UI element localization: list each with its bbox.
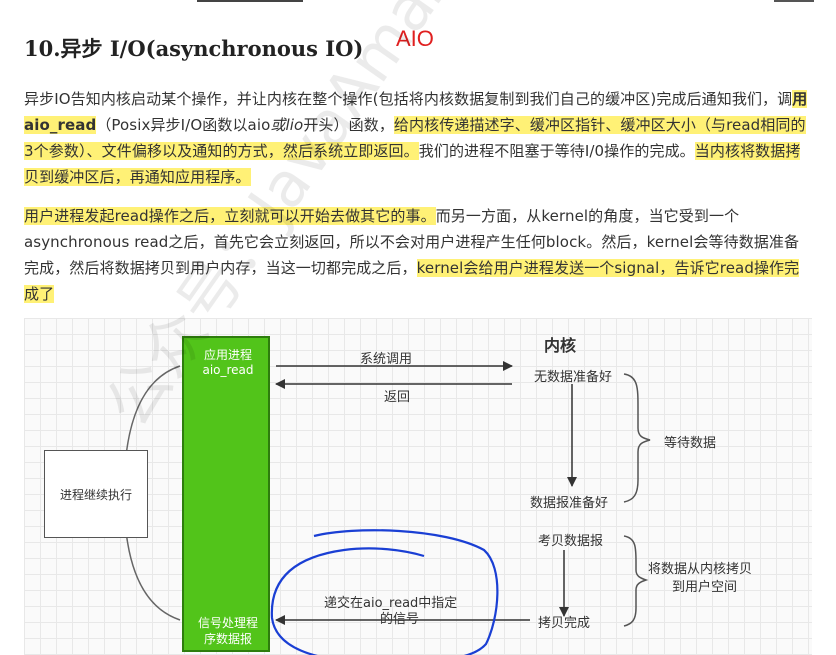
p1-text-d: 或lio xyxy=(270,116,304,134)
return-label: 返回 xyxy=(384,390,411,405)
copy-datagram-label: 考贝数据报 xyxy=(538,534,604,549)
copy-done-label: 拷贝完成 xyxy=(538,616,591,631)
paragraph-user-process: 用户进程发起read操作之后，立刻就可以开始去做其它的事。而另一方面，从kern… xyxy=(24,203,809,307)
copy-brace xyxy=(623,535,649,627)
p1-text-e: 开头）函数， xyxy=(303,116,394,134)
aio-flow-diagram: 进程继续执行 应用进程 aio_read 信号处理程 序数据报 内核 系统调用 … xyxy=(24,318,812,655)
p1-text-a: 异步IO告知内核启动某个操作，并让内核在整个操作(包括将内核数据复制到我们自己的… xyxy=(24,90,793,108)
data-ready-label: 数据报准备好 xyxy=(530,496,609,511)
continue-execution-label: 进程继续执行 xyxy=(59,487,132,502)
app-label-bottom-2: 序数据报 xyxy=(203,632,252,646)
paragraph-aio-description: 异步IO告知内核启动某个操作，并让内核在整个操作(包括将内核数据复制到我们自己的… xyxy=(24,86,809,190)
p1-text-c: （Posix异步I/O函数以aio xyxy=(96,116,271,134)
aio-annotation: AIO xyxy=(396,26,434,51)
kernel-title: 内核 xyxy=(544,336,577,355)
syscall-label: 系统调用 xyxy=(360,352,413,367)
continue-execution-box: 进程继续执行 xyxy=(44,450,148,538)
diagram-lines xyxy=(123,361,651,655)
no-data-ready-label: 无数据准备好 xyxy=(534,370,613,385)
application-process-box: 应用进程 aio_read 信号处理程 序数据报 xyxy=(182,336,270,652)
copy-to-user-label-1: 将数据从内核拷贝 xyxy=(648,562,753,577)
app-label-bottom-1: 信号处理程 xyxy=(197,616,258,630)
p2-highlight-a: 用户进程发起read操作之后，立刻就可以开始去做其它的事。 xyxy=(24,207,436,225)
handdrawn-circle xyxy=(270,529,499,655)
section-heading: 10.异步 I/O(asynchronous IO) xyxy=(24,36,364,61)
p1-text-g: 我们的进程不阻塞于等待I/0操作的完成。 xyxy=(418,142,695,160)
signal-label-2: 的信号 xyxy=(380,612,420,627)
copy-to-user-label-2: 到用户空间 xyxy=(672,580,738,595)
app-label-top-1: 应用进程 xyxy=(203,348,252,362)
wait-brace xyxy=(623,373,651,503)
app-label-top-2: aio_read xyxy=(202,363,254,377)
p2-text-b: 而另一方面，从kernel的角度，当它受到一个asynchronous read… xyxy=(24,207,800,277)
top-cropped-bar-right xyxy=(774,0,814,2)
top-cropped-bar xyxy=(197,0,303,2)
signal-label-1: 递交在aio_read中指定 xyxy=(324,596,458,611)
wait-data-label: 等待数据 xyxy=(664,436,717,451)
